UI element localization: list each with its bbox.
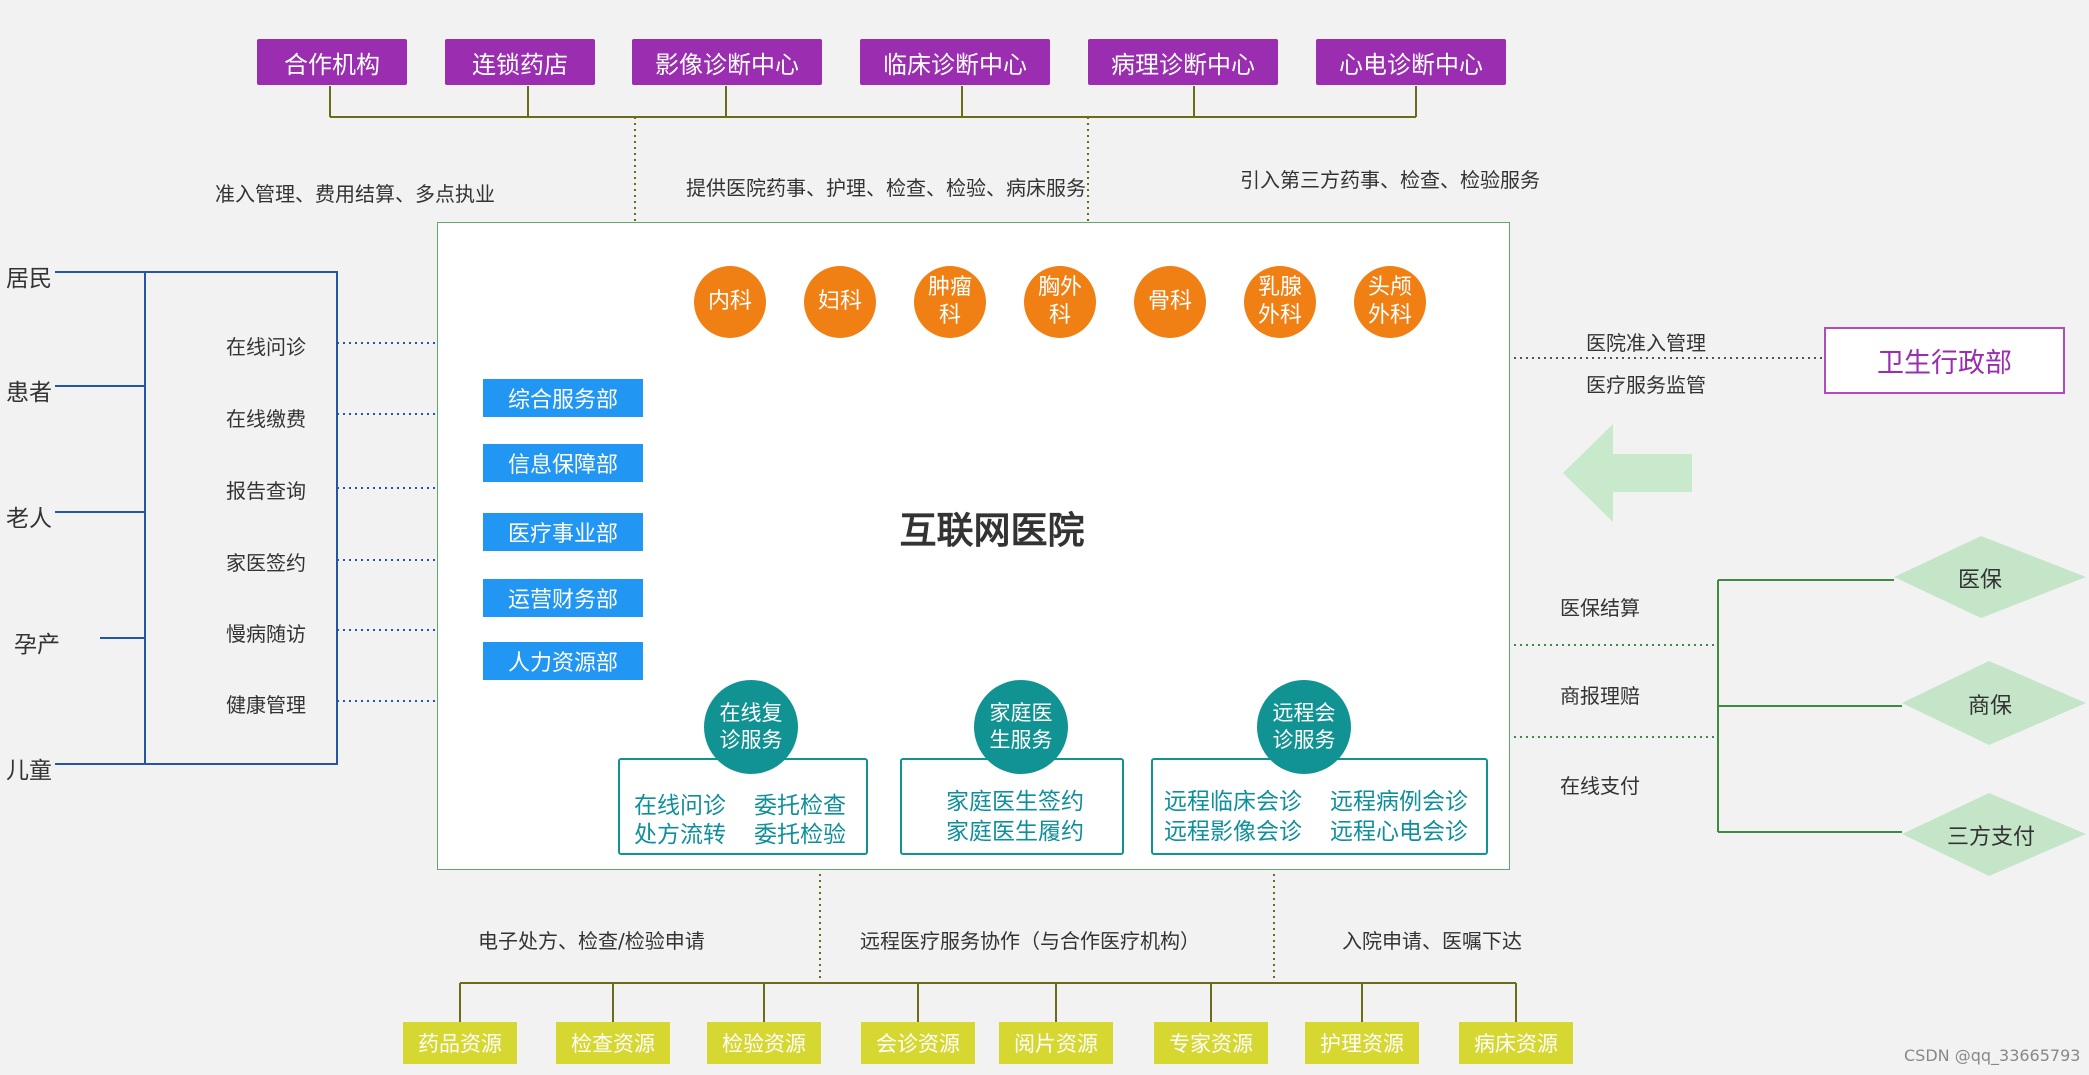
partner-cooperative-org[interactable]: 合作机构 bbox=[257, 39, 407, 85]
note-hospital-services: 提供医院药事、护理、检查、检验、病床服务 bbox=[686, 176, 1086, 200]
note-admission-settlement: 准入管理、费用结算、多点执业 bbox=[215, 182, 495, 206]
service-item-family-signing: 家庭医生签约 bbox=[946, 789, 1084, 815]
resource-nursing[interactable]: 护理资源 bbox=[1305, 1022, 1419, 1064]
note-remote-collaboration: 远程医疗服务协作（与合作医疗机构） bbox=[860, 929, 1200, 953]
person-resident: 居民 bbox=[6, 266, 52, 292]
partner-clinical-center[interactable]: 临床诊断中心 bbox=[860, 39, 1050, 85]
service-family-doctor[interactable]: 家医签约 bbox=[226, 551, 306, 575]
internet-hospital-title: 互联网医院 bbox=[899, 509, 1085, 552]
note-third-party-services: 引入第三方药事、检查、检验服务 bbox=[1240, 168, 1540, 192]
dept-orthopedics[interactable]: 骨科 bbox=[1134, 266, 1206, 338]
division-medical-affairs[interactable]: 医疗事业部 bbox=[483, 513, 643, 551]
resource-laboratory[interactable]: 检验资源 bbox=[707, 1022, 821, 1064]
health-administration-box[interactable]: 卫生行政部 bbox=[1824, 327, 2065, 394]
service-box-family-doctor bbox=[900, 758, 1124, 855]
label-commercial-claim: 商报理赔 bbox=[1560, 684, 1640, 708]
service-online-followup[interactable]: 在线复 诊服务 bbox=[704, 680, 798, 774]
service-box-remote-consult bbox=[1151, 758, 1488, 855]
note-service-supervision: 医疗服务监管 bbox=[1586, 373, 1706, 397]
resource-image-reading[interactable]: 阅片资源 bbox=[999, 1022, 1113, 1064]
person-patient: 患者 bbox=[6, 380, 52, 406]
division-human-resources[interactable]: 人力资源部 bbox=[483, 642, 643, 680]
service-item-online-consult: 在线问诊 bbox=[634, 793, 726, 819]
service-item-delegated-test: 委托检验 bbox=[754, 822, 846, 848]
resource-medicine[interactable]: 药品资源 bbox=[403, 1022, 517, 1064]
service-item-remote-clinical: 远程临床会诊 bbox=[1164, 789, 1302, 815]
dept-breast-surgery[interactable]: 乳腺 外科 bbox=[1244, 266, 1316, 338]
service-online-payment[interactable]: 在线缴费 bbox=[226, 407, 306, 431]
dept-gynecology[interactable]: 妇科 bbox=[804, 266, 876, 338]
partner-ecg-center[interactable]: 心电诊断中心 bbox=[1316, 39, 1506, 85]
service-family-doctor-group[interactable]: 家庭医 生服务 bbox=[974, 680, 1068, 774]
dept-neurosurgery[interactable]: 头颅 外科 bbox=[1354, 266, 1426, 338]
resource-beds[interactable]: 病床资源 bbox=[1459, 1022, 1573, 1064]
dept-oncology[interactable]: 肿瘤 科 bbox=[914, 266, 986, 338]
service-item-remote-imaging: 远程影像会诊 bbox=[1164, 819, 1302, 845]
service-item-prescription-flow: 处方流转 bbox=[634, 822, 726, 848]
service-item-delegated-exam: 委托检查 bbox=[754, 793, 846, 819]
service-chronic-followup[interactable]: 慢病随访 bbox=[226, 622, 306, 646]
person-pregnant: 孕产 bbox=[14, 632, 60, 658]
person-elderly: 老人 bbox=[6, 506, 52, 532]
payer-third-party[interactable]: 三方支付 bbox=[1946, 825, 2035, 850]
resource-consultation[interactable]: 会诊资源 bbox=[861, 1022, 975, 1064]
division-general-services[interactable]: 综合服务部 bbox=[483, 379, 643, 417]
label-online-payment: 在线支付 bbox=[1560, 774, 1640, 798]
note-prescription-request: 电子处方、检查/检验申请 bbox=[478, 929, 705, 953]
partner-chain-pharmacy[interactable]: 连锁药店 bbox=[445, 39, 595, 85]
service-health-management[interactable]: 健康管理 bbox=[226, 693, 306, 717]
payer-medical-insurance[interactable]: 医保 bbox=[1957, 568, 2002, 593]
resource-examination[interactable]: 检查资源 bbox=[556, 1022, 670, 1064]
payer-commercial-insurance[interactable]: 商保 bbox=[1967, 694, 2012, 719]
service-online-consult[interactable]: 在线问诊 bbox=[226, 335, 306, 359]
watermark: CSDN @qq_33665793 bbox=[1904, 1046, 2081, 1065]
service-item-remote-ecg: 远程心电会诊 bbox=[1330, 819, 1468, 845]
division-it-support[interactable]: 信息保障部 bbox=[483, 444, 643, 482]
label-insurance-settlement: 医保结算 bbox=[1560, 596, 1640, 620]
service-item-remote-case: 远程病例会诊 bbox=[1330, 789, 1468, 815]
service-report-query[interactable]: 报告查询 bbox=[226, 479, 306, 503]
note-admission-orders: 入院申请、医嘱下达 bbox=[1342, 929, 1522, 953]
service-remote-consult[interactable]: 远程会 诊服务 bbox=[1257, 680, 1351, 774]
person-child: 儿童 bbox=[6, 758, 52, 784]
dept-thoracic-surgery[interactable]: 胸外 科 bbox=[1024, 266, 1096, 338]
dept-internal-medicine[interactable]: 内科 bbox=[694, 266, 766, 338]
division-operations-finance[interactable]: 运营财务部 bbox=[483, 579, 643, 617]
partner-pathology-center[interactable]: 病理诊断中心 bbox=[1088, 39, 1278, 85]
service-item-family-performance: 家庭医生履约 bbox=[946, 819, 1084, 845]
resource-experts[interactable]: 专家资源 bbox=[1154, 1022, 1268, 1064]
partner-imaging-center[interactable]: 影像诊断中心 bbox=[632, 39, 822, 85]
note-hospital-admission: 医院准入管理 bbox=[1586, 331, 1706, 355]
